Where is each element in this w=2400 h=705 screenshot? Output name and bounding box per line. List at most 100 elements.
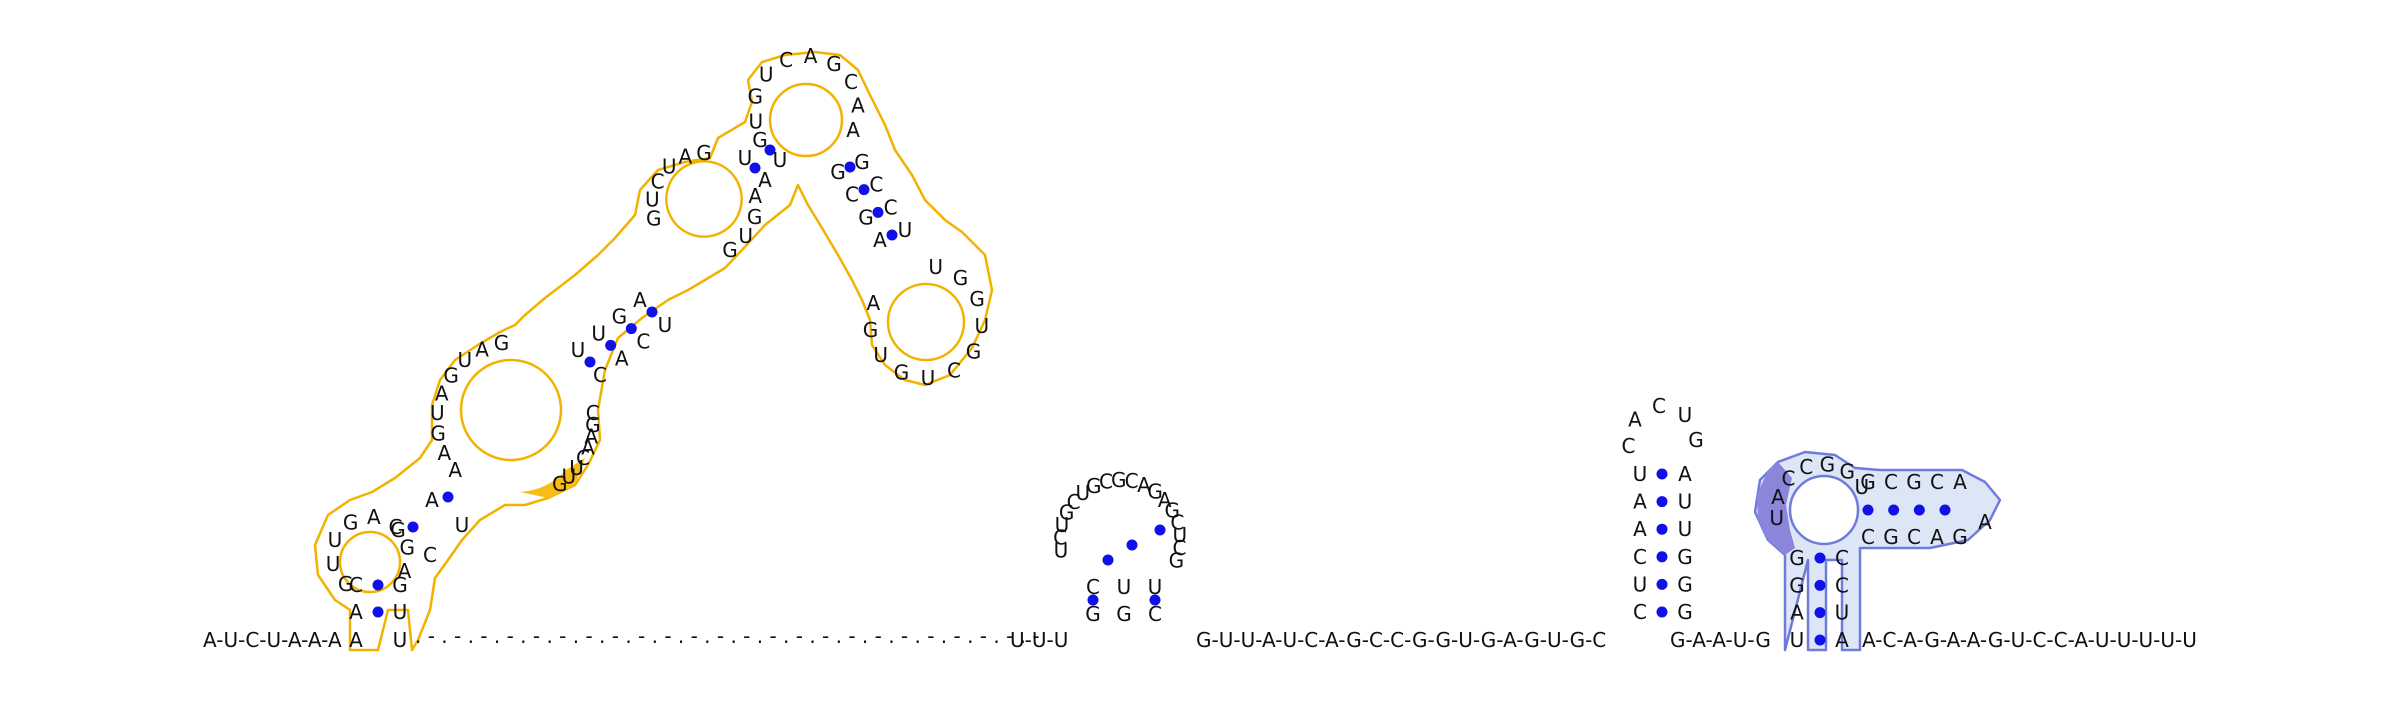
orange-branch-loop: G <box>966 340 982 364</box>
tall-hairpin-loop: G <box>1688 428 1704 452</box>
small-hairpin-loop: A <box>1158 488 1172 512</box>
small-hairpin-loop: A <box>1137 473 1151 497</box>
orange-branch-stem: G <box>854 150 870 174</box>
tall-hairpin-loop: U <box>1678 403 1693 427</box>
orange-branch-loop: U <box>975 314 990 338</box>
orange-loop3: C <box>651 169 665 193</box>
tall-hairpin-stem: A <box>1633 490 1647 514</box>
blue-loop-outline <box>1788 474 1860 546</box>
base-pair-dot <box>1656 496 1668 508</box>
orange-branch-stem: A <box>873 228 887 252</box>
base-pair-dot <box>584 356 596 368</box>
blue-branch: C <box>1907 525 1921 549</box>
base-pair-dot <box>372 606 384 618</box>
orange-domain-outline <box>313 50 994 652</box>
orange-stem1: U <box>393 600 408 624</box>
tall-hairpin-stem: G <box>1677 572 1693 596</box>
blue-branch: G <box>1860 470 1876 494</box>
orange-hairpin-loop-outline <box>768 82 844 158</box>
orange-loop2: G <box>552 472 568 496</box>
orange-branch-stem: G <box>858 205 874 229</box>
orange-loop3: U <box>645 188 660 212</box>
orange-loop2: U <box>430 401 445 425</box>
orange-loop4: U <box>759 63 774 87</box>
blue-stem: U <box>1790 628 1805 652</box>
base-pair-dot <box>886 229 898 241</box>
orange-loop2: G <box>443 363 459 387</box>
blue-stem: A <box>1790 601 1804 625</box>
base-pair-dot <box>372 579 384 591</box>
left-tail-sequence: A-U-C-U-A-A-A <box>203 628 342 652</box>
orange-loop1: U <box>326 552 341 576</box>
orange-first-loop-outline <box>338 530 402 594</box>
small-hairpin-loop: C <box>1099 470 1113 494</box>
small-hairpin-stem: C <box>1148 602 1162 626</box>
base-pair-dot <box>1126 539 1138 551</box>
tall-hairpin-stem: U <box>1633 462 1648 486</box>
orange-loop4: U <box>748 109 763 133</box>
orange-stem3: C <box>593 363 607 387</box>
orange-loop1: G <box>343 510 359 534</box>
small-hairpin-stem: U <box>1117 575 1132 599</box>
tall-hairpin-stem: U <box>1678 490 1693 514</box>
base-pair-dot <box>1656 551 1668 563</box>
orange-stem2: G <box>390 518 406 542</box>
orange-stem3: A <box>615 346 629 370</box>
orange-stem3: C <box>636 330 650 354</box>
base-pair-dot <box>764 144 776 156</box>
orange-loop2: C <box>576 446 590 470</box>
orange-loop2: U <box>458 348 473 372</box>
orange-loop2: G <box>494 331 510 355</box>
tall-hairpin-stem: U <box>1678 517 1693 541</box>
orange-loop2: U <box>569 456 584 480</box>
base-pair-dot <box>1656 578 1668 590</box>
blue-stem: G <box>1789 573 1805 597</box>
orange-stem2: C <box>423 543 437 567</box>
orange-loop1: G <box>399 535 415 559</box>
orange-loop4: G <box>826 52 842 76</box>
base-pair-dot <box>872 206 884 218</box>
blue-branch: A <box>1953 470 1967 494</box>
orange-loop3: G <box>747 205 763 229</box>
base-pair-dot <box>605 339 617 351</box>
base-pair-dot <box>1656 468 1668 480</box>
orange-loop2: A <box>437 441 451 465</box>
tall-hairpin-loop: C <box>1622 434 1636 458</box>
orange-loop3: A <box>679 144 693 168</box>
orange-interior-loop-outline <box>459 358 563 462</box>
blue-stem: A <box>1835 628 1849 652</box>
base-pair-dot <box>407 521 419 533</box>
orange-branch-loop: U <box>921 366 936 390</box>
orange-loop3: G <box>646 206 662 230</box>
blue-loop: A <box>1771 485 1785 509</box>
base-pair-dot <box>1862 504 1874 516</box>
orange-highlight-segment <box>520 458 585 498</box>
small-hairpin-stem: C <box>1086 575 1100 599</box>
orange-branch-loop: G <box>969 287 985 311</box>
orange-loop2: G <box>430 422 446 446</box>
orange-loop2: A <box>475 337 489 361</box>
small-hairpin-loop: G <box>1165 499 1181 523</box>
blue-branch: C <box>1884 470 1898 494</box>
small-hairpin-loop: C <box>1125 469 1139 493</box>
orange-loop2: A <box>581 436 595 460</box>
small-hairpin-loop: C <box>1053 526 1067 550</box>
blue-loop: G <box>1840 460 1856 484</box>
orange-branch-loop: U <box>873 343 888 367</box>
orange-loop2: U <box>561 465 576 489</box>
small-hairpin-loop: C <box>1172 536 1186 560</box>
tall-hairpin-stem: G <box>1677 600 1693 624</box>
base-pairs <box>372 144 1951 646</box>
orange-stem4: U <box>738 146 753 170</box>
base-pair-dot <box>1814 634 1826 646</box>
tall-hairpin-stem: U <box>1633 572 1648 596</box>
linker-2-sequence: G-A-A-U-G <box>1670 628 1771 652</box>
base-pair-dot <box>625 323 637 335</box>
orange-stem3: G <box>612 305 628 329</box>
base-pair-dot <box>749 162 761 174</box>
orange-stem2: A <box>425 488 439 512</box>
blue-branch: C <box>1861 525 1875 549</box>
orange-loop4: C <box>779 48 793 72</box>
small-hairpin-loop: G <box>1086 474 1102 498</box>
orange-loop4: C <box>844 70 858 94</box>
